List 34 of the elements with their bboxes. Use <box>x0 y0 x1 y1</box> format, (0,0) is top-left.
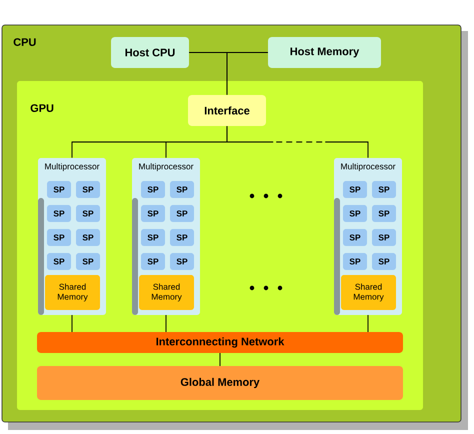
sp-box: SP <box>76 181 100 198</box>
sp-box: SP <box>76 229 100 246</box>
sp-box: SP <box>343 205 367 222</box>
sp-box: SP <box>170 205 194 222</box>
sp-box: SP <box>141 181 165 198</box>
sp-box: SP <box>372 229 396 246</box>
sp-box: SP <box>47 181 71 198</box>
shared-memory-box: Shared Memory <box>45 275 100 310</box>
process-box: Global Memory <box>37 366 403 400</box>
sp-box: SP <box>141 229 165 246</box>
sp-box: SP <box>372 253 396 270</box>
sp-box: SP <box>47 229 71 246</box>
sp-box: SP <box>170 229 194 246</box>
sp-box: SP <box>141 205 165 222</box>
shared-memory-box: Shared Memory <box>139 275 194 310</box>
process-box: Interconnecting Network <box>37 332 403 353</box>
sp-box: SP <box>170 181 194 198</box>
sp-box: SP <box>141 253 165 270</box>
sp-box: SP <box>372 181 396 198</box>
shared-memory-box: Shared Memory <box>341 275 396 310</box>
sp-box: SP <box>76 205 100 222</box>
sp-box: SP <box>372 205 396 222</box>
connector-line <box>226 52 268 96</box>
sp-box: SP <box>47 253 71 270</box>
connector-line <box>226 126 368 158</box>
sp-box: SP <box>47 205 71 222</box>
process-box: Host CPU <box>111 37 189 68</box>
sp-box: SP <box>76 253 100 270</box>
sp-box: SP <box>170 253 194 270</box>
process-box: Interface <box>188 95 266 126</box>
sp-box: SP <box>343 229 367 246</box>
sp-box: SP <box>343 181 367 198</box>
sp-box: SP <box>343 253 367 270</box>
process-box: Host Memory <box>268 37 381 68</box>
